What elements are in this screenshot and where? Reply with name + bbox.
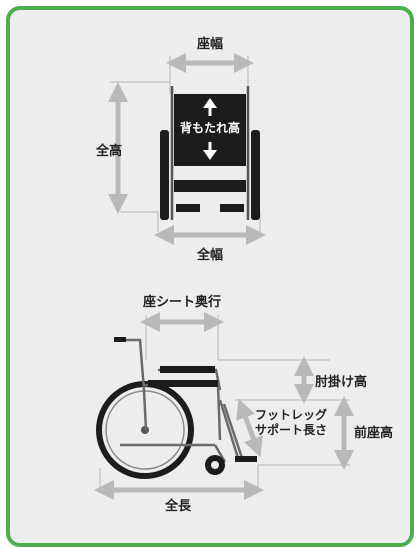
- armrest-pad: [160, 366, 215, 373]
- back-height-label: 背もたれ高: [179, 121, 241, 135]
- left-wheel: [160, 130, 169, 220]
- seat-width-label: 座幅: [196, 37, 224, 52]
- push-handle: [114, 337, 126, 342]
- footrest-length-label-line2: サポート長さ: [255, 423, 328, 437]
- overall-length-label: 全長: [164, 499, 192, 514]
- seat: [174, 180, 246, 192]
- side-seat: [148, 380, 218, 387]
- overall-width-label: 全幅: [196, 248, 224, 263]
- seat-depth-label: 座シート奥行: [142, 295, 222, 310]
- right-wheel: [251, 130, 260, 220]
- side-view: [94, 312, 354, 500]
- right-footrest: [220, 204, 244, 212]
- diagram-frame: 座幅 背もたれ高 全高 全幅 座シート奥行 肘掛け高 フットレッグ サポート長さ…: [6, 6, 414, 547]
- armrest-height-label: 肘掛け高: [315, 375, 368, 390]
- left-footrest: [176, 204, 200, 212]
- wheelchair-dimension-diagram: [94, 53, 354, 500]
- footrest-length-label-line1: フットレッグ: [255, 408, 328, 422]
- footrest-length-arrow: [236, 398, 263, 458]
- front-view: [108, 53, 266, 245]
- overall-height-label: 全高: [96, 144, 123, 159]
- front-seat-height-label: 前座高: [354, 426, 394, 441]
- footplate: [235, 456, 257, 462]
